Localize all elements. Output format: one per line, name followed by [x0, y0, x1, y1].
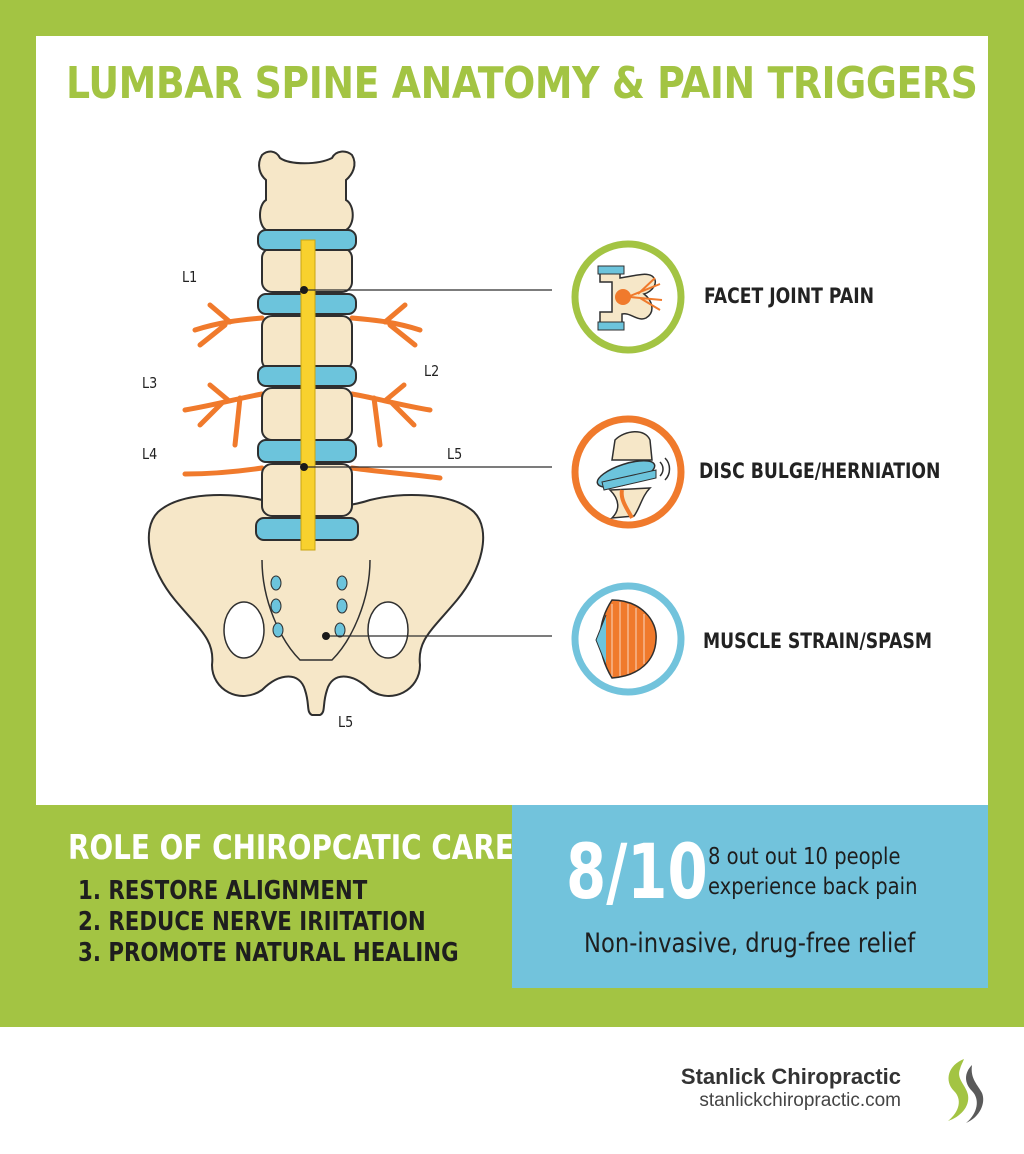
stat-line-2: experience back pain: [708, 874, 918, 900]
spine-diagram: [147, 150, 685, 716]
brand-url: stanlickchiropractic.com: [699, 1090, 901, 1111]
care-item: 3. PROMOTE NATURAL HEALING: [78, 938, 459, 968]
obturator-right: [367, 601, 409, 659]
stat-box: [512, 805, 988, 988]
stat-description: 8 out out 10 people experience back pain: [708, 842, 917, 902]
obturator-left: [223, 601, 265, 659]
page-title: LUMBAR SPINE ANATOMY & PAIN TRIGGERS: [66, 58, 978, 109]
vertebra-label-l4: L4: [142, 445, 158, 463]
vertebra-label-l5-sacrum: L5: [338, 713, 354, 731]
pelvis: [147, 494, 485, 716]
muscle-strain-icon: [571, 582, 685, 696]
care-item: 2. REDUCE NERVE IRIITATION: [78, 907, 426, 937]
sacral-foramina: [270, 575, 348, 638]
stat-line-1: 8 out out 10 people: [708, 844, 901, 870]
care-item: 1. RESTORE ALIGNMENT: [78, 876, 368, 906]
leader-dots: [300, 286, 330, 640]
vertebra-label-l1: L1: [182, 268, 198, 286]
callout-muscle-strain: MUSCLE STRAIN/SPASM: [703, 629, 933, 653]
leader-lines: [304, 289, 552, 637]
sacrum: [261, 559, 371, 661]
spinal-cord: [300, 239, 316, 551]
care-section-title: ROLE OF CHIROPCATIC CARE: [68, 828, 514, 868]
nerve-branches: [182, 302, 443, 481]
vertebra-label-l5: L5: [447, 445, 463, 463]
diagram-panel: [36, 36, 988, 805]
stat-value: 8/10: [566, 827, 708, 916]
callout-facet-joint-pain: FACET JOINT PAIN: [704, 284, 875, 308]
care-list: 1. RESTORE ALIGNMENT 2. REDUCE NERVE IRI…: [78, 876, 542, 969]
brand-name: Stanlick Chiropractic: [680, 1064, 901, 1089]
facet-joint-icon: [571, 240, 685, 354]
callout-disc-bulge: DISC BULGE/HERNIATION: [699, 459, 941, 483]
disc-bulge-icon: [571, 415, 685, 529]
vertebra-label-l3: L3: [142, 374, 158, 392]
stat-tagline: Non-invasive, drug-free relief: [584, 928, 916, 959]
s-swoosh-logo-icon: [948, 1059, 984, 1123]
vertebra-label-l2: L2: [424, 362, 440, 380]
vertebrae: [258, 150, 356, 517]
